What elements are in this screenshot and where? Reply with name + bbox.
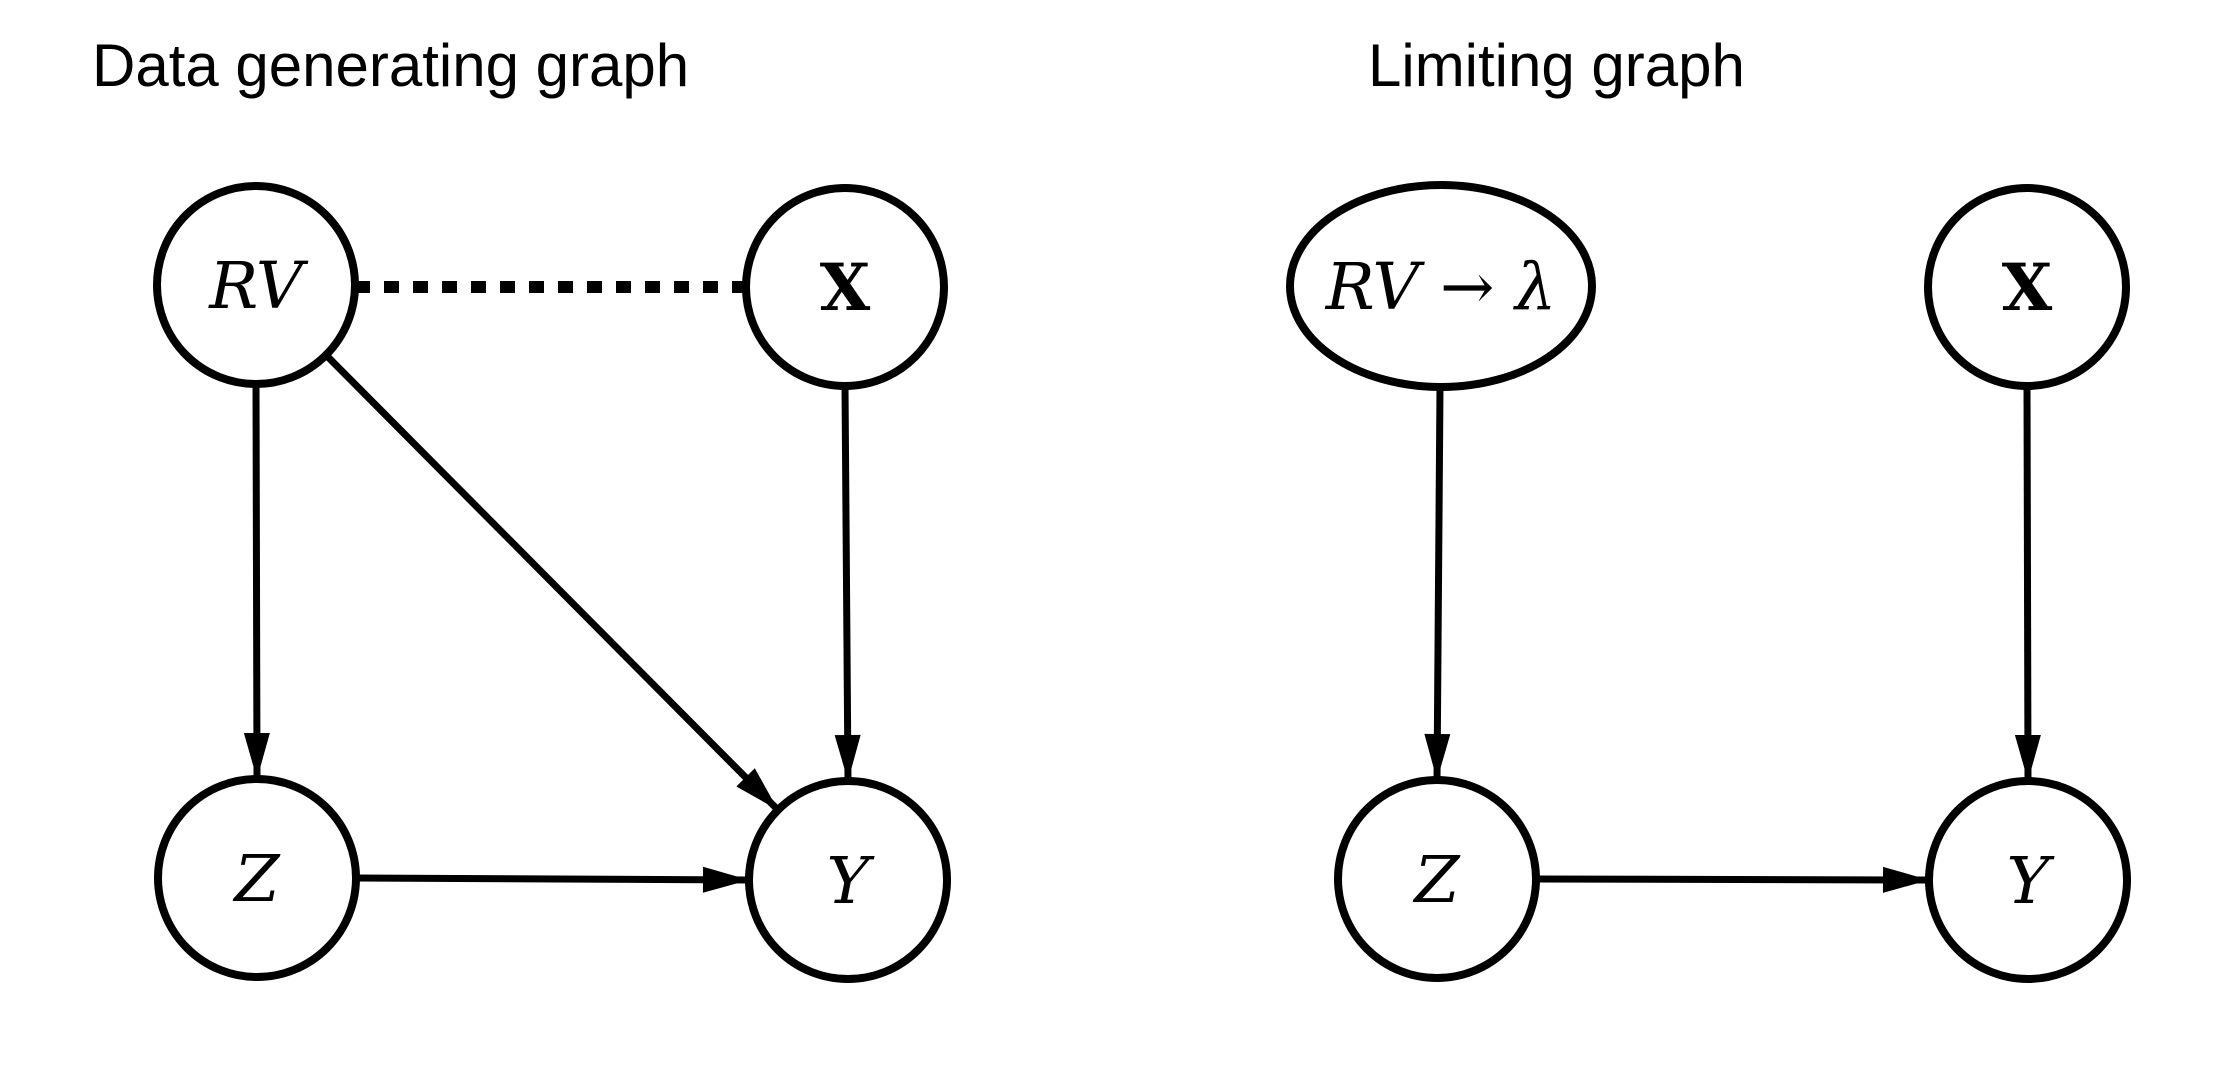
node-x-right-circle — [1924, 184, 2130, 390]
edge-rv-to-y — [323, 352, 781, 813]
node-rv-lambda-ellipse — [1286, 181, 1596, 391]
node-z-circle — [154, 775, 360, 981]
right-panel-title: Limiting graph — [1368, 32, 1745, 99]
node-rv-lambda-label: RV → λ — [1325, 250, 1557, 325]
node-x-right: X — [1924, 184, 2130, 390]
node-y-right: Y — [1925, 777, 2131, 983]
node-z-right-label: Z — [1412, 843, 1461, 918]
node-y-label: Y — [827, 844, 876, 919]
node-z: Z — [154, 775, 360, 981]
edge-x-to-y — [834, 385, 861, 782]
node-x: X — [742, 184, 948, 390]
node-rv-circle — [153, 182, 359, 388]
node-rv-label: RV — [208, 249, 309, 324]
edge-z-to-y — [355, 866, 750, 893]
edge-x-to-y-right — [2014, 385, 2041, 782]
edge-z-to-y-right — [1535, 866, 1930, 893]
node-z-label: Z — [232, 842, 281, 917]
node-rv-lambda: RV → λ — [1286, 181, 1596, 391]
edge-rvlambda-to-z — [1424, 386, 1451, 781]
node-x-label: X — [820, 250, 871, 326]
node-y-circle — [745, 777, 951, 983]
node-x-circle — [742, 184, 948, 390]
panel-data-generating-graph: Data generating graph RV X Z — [92, 32, 951, 983]
node-z-right-circle — [1334, 776, 1540, 982]
edge-rv-to-z — [243, 383, 270, 780]
panel-limiting-graph: Limiting graph RV → λ X Z Y — [1286, 32, 2131, 983]
left-panel-title: Data generating graph — [92, 32, 689, 99]
node-y-right-label: Y — [2007, 844, 2056, 919]
node-y-right-circle — [1925, 777, 2131, 983]
node-y: Y — [745, 777, 951, 983]
node-x-right-label: X — [2002, 250, 2053, 326]
node-z-right: Z — [1334, 776, 1540, 982]
node-rv: RV — [153, 182, 359, 388]
